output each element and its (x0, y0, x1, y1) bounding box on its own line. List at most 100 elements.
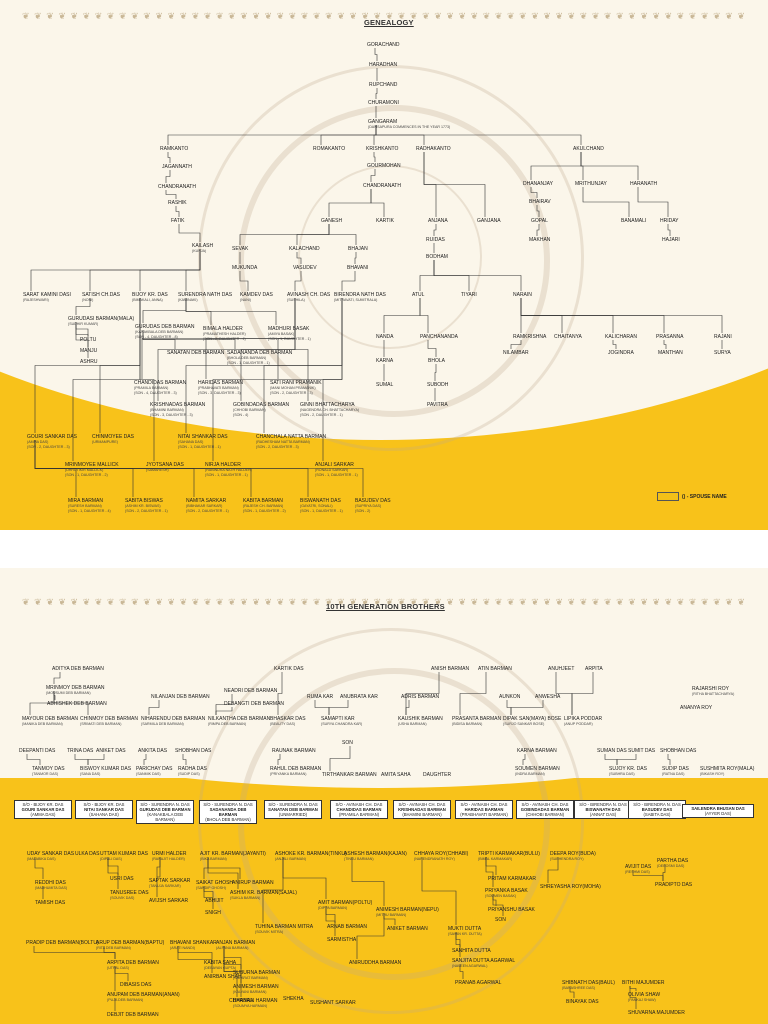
person-detail: (SON - 1, DAUGHTER - 1) (178, 444, 221, 449)
person-node: HAJARI (662, 237, 680, 243)
person-node: SATISH CH.DAS(NONI) (82, 292, 120, 303)
box-name: BASUDEV DAS (641, 807, 673, 812)
person-name: ARPITA (585, 666, 603, 672)
person-name: SAPTAK SARKAR (149, 878, 191, 884)
person-node: ADITYA DEB BARMAN (52, 666, 104, 672)
box-sub: (KANAKBALA DEB BARMAN) (147, 812, 183, 822)
border-ornament-icon: ❦ (252, 11, 261, 21)
box-name: SAILENDRA BHUSAN DAS (691, 806, 745, 811)
person-name: SAMAPTI KAR (321, 716, 355, 722)
person-node: CHINMOY DEB BARMAN(SRIMATI DEB BARMAN) (80, 716, 138, 727)
person-detail: (PRAMATHESH HALDER) (203, 332, 246, 336)
person-detail: (ASHIM KR. BISWAS) (125, 504, 161, 508)
border-ornament-icon: ❦ (616, 597, 625, 607)
connector-line (522, 754, 526, 765)
person-detail: (SON - 3, DAUGHTER - 3) (150, 412, 193, 417)
person-node: BHAJAN (348, 246, 368, 252)
connector-line (433, 224, 437, 236)
connector-line (314, 700, 330, 715)
person-name: MANJU (80, 348, 98, 354)
border-ornament-icon: ❦ (458, 597, 468, 607)
person-node: NIHARENDU DEB BARMAN(SARMILA DEB BARMAN) (141, 716, 205, 727)
border-ornament-icon: ❦ (349, 597, 358, 607)
border-ornament-icon: ❦ (131, 597, 140, 607)
person-name: HARIDAS BARMAN (198, 380, 244, 386)
person-detail: (RIMPA DEB BARMAN) (208, 722, 247, 726)
person-name: NILAMBAR (503, 350, 529, 356)
person-node: BARNALI HARMAN(SOUMYA HARMAN) (233, 998, 277, 1009)
person-detail: (SON - 2, DAUGHTER - 1) (186, 508, 229, 513)
border-ornament-icon: ❦ (591, 11, 601, 21)
person-detail: (NONI) (82, 298, 94, 302)
border-ornament-icon: ❦ (325, 11, 334, 21)
person-node: MRITHUNJAY (575, 181, 607, 187)
person-detail: (MADHUMITA DAS) (35, 886, 68, 890)
person-name: ANJAN BARMAN (216, 940, 256, 946)
person-detail: (DEBAYAN GUPTA) (204, 966, 237, 970)
connector-line (356, 913, 385, 959)
border-ornament-icon: ❦ (106, 11, 116, 21)
person-node: RAHUL DEB BARMAN(PRIYANKA BARMAN) (270, 766, 321, 777)
connector-line (582, 187, 630, 217)
person-name: SEVAK (232, 246, 249, 252)
person-name: POLTU (80, 337, 97, 343)
page-gap (0, 530, 768, 568)
border-ornament-icon: ❦ (688, 597, 698, 607)
border-ornament-icon: ❦ (385, 597, 395, 607)
connector-line (419, 298, 429, 333)
connector-line (383, 298, 421, 333)
person-name: AMITA SAHA (381, 772, 411, 778)
connector-line (207, 857, 239, 889)
connector-line (427, 340, 437, 357)
person-node: PRASANNA (656, 334, 684, 340)
person-detail: (NARENDRANATH ROY) (414, 857, 455, 861)
connector-line (328, 700, 349, 715)
border-ornament-icon: ❦ (203, 597, 213, 607)
border-ornament-icon: ❦ (106, 597, 116, 607)
connector-line (294, 271, 302, 291)
person-node: SEVAK (232, 246, 248, 252)
connector-line (175, 206, 180, 217)
person-name: SUJOY KR. DAS (609, 766, 647, 772)
person-node: DEBJIT DEB BARMAN (107, 1012, 159, 1018)
person-detail: (SON - 2, DAUGHTER - 1) (125, 508, 168, 513)
mandala-ring (238, 105, 550, 417)
person-node: ANIKET DAS (96, 748, 126, 754)
person-name: ASHIM KR. BARMAN(SAJAL) (230, 890, 297, 896)
box-sub: (SABITA DAS) (643, 812, 671, 817)
border-ornament-icon: ❦ (482, 597, 492, 607)
person-node: MAYOUR DEB BARMAN(MANIKA DEB BARMAN) (22, 716, 78, 727)
generation-title: 10TH GENERATION BROTHERS (326, 602, 445, 611)
person-name: BARNALI HARMAN (233, 998, 278, 1004)
person-name: RASHIK (168, 200, 187, 206)
person-node: ATIN BARMAN (478, 666, 512, 672)
person-name: UTTAM KUMAR DAS (100, 851, 148, 857)
person-name: MRINMOY DEB BARMAN (46, 685, 105, 691)
person-detail: (SOUMEN BASAK) (485, 894, 517, 898)
box-name: GURUDAS DEB BARMAN (139, 807, 191, 812)
person-node: KABITA BARMAN(RAJESH CH. BARMAN)(SON - 1… (243, 498, 286, 513)
person-name: PRADIP DEB BARMAN(BOLTU) (26, 940, 99, 946)
person-name: AJIT KR. BARMAN(JAYANTI) (200, 851, 266, 857)
person-name: KARTIK (376, 218, 394, 224)
person-node: MIRA BARMAN(SURESH BARMAN)(SON - 1, DAUG… (68, 498, 111, 513)
person-node: CHANDRANATH (158, 184, 196, 190)
person-name: PANCHANANDA (420, 334, 458, 340)
border-ornament-icon: ❦ (131, 11, 140, 21)
person-name: MAKHAN (529, 237, 551, 243)
person-node: ABHISHEK DEB BARMAN (47, 701, 107, 707)
border-ornament-icon: ❦ (264, 11, 274, 21)
person-node: REDDHI DAS(MADHUMITA DAS) (35, 880, 67, 891)
person-detail: (MITHU BARMAN) (376, 913, 407, 917)
connector-line (185, 249, 201, 291)
border-ornament-icon: ❦ (579, 11, 589, 21)
connector-line (178, 224, 201, 242)
connector-line (53, 672, 61, 684)
person-name: NIRJA HALDER (205, 462, 241, 468)
border-ornament-icon: ❦ (604, 597, 613, 607)
person-name: RAUNAK BARMAN (272, 748, 316, 754)
person-node: AVINASH CH. DAS(SUSHILA) (287, 292, 330, 303)
person-node: DEBANGTI DEB BARMAN (224, 701, 284, 707)
person-name: TRIPTI KARMAKAR(BULU) (478, 851, 540, 857)
person-detail: (BHAMINI BARMAN) (150, 408, 184, 412)
